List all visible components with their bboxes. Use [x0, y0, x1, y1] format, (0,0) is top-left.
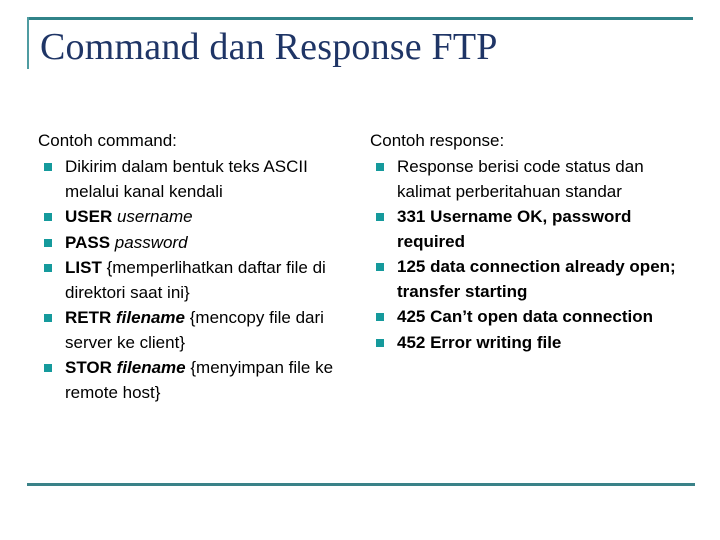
command-name: RETR [65, 308, 112, 327]
list-item: USER username [38, 205, 358, 230]
command-argument: filename [116, 358, 186, 377]
list-item: PASS password [38, 231, 358, 256]
responses-column: Contoh response: Response berisi code st… [370, 128, 695, 356]
list-item: LIST {memperlihatkan daftar file di dire… [38, 256, 358, 305]
command-argument: password [114, 232, 188, 252]
square-bullet-icon [44, 238, 52, 247]
square-bullet-icon [376, 213, 384, 221]
bullet-text: Response berisi code status dan kalimat … [397, 157, 644, 201]
list-item: 125 data connection already open; transf… [370, 255, 695, 304]
command-argument: username [116, 207, 193, 226]
responses-bullet-list: Response berisi code status dan kalimat … [370, 155, 695, 355]
bullet-text: 331 Username OK, password required [397, 207, 632, 251]
command-name: USER [65, 207, 113, 226]
list-item: STOR filename {menyimpan file ke remote … [38, 356, 358, 405]
command-name: STOR [65, 358, 112, 377]
responses-heading: Contoh response: [370, 131, 505, 150]
command-note: {memperlihatkan daftar file di direktori… [65, 258, 326, 302]
commands-column: Contoh command: Dikirim dalam bentuk tek… [38, 128, 358, 406]
bullet-text: 125 data connection already open; transf… [397, 257, 676, 301]
list-item: Dikirim dalam bentuk teks ASCII melalui … [38, 155, 358, 204]
command-name: PASS [65, 232, 111, 252]
square-bullet-icon [376, 163, 384, 171]
square-bullet-icon [44, 364, 52, 372]
command-note: {menyimpan file ke remote host} [65, 358, 334, 402]
bullet-text: Dikirim dalam bentuk teks ASCII melalui … [65, 157, 308, 201]
bullet-text: 425 Can’t open data connection [397, 307, 653, 326]
command-note: {mencopy file dari server ke client} [65, 308, 324, 352]
square-bullet-icon [376, 263, 384, 271]
square-bullet-icon [44, 163, 52, 171]
square-bullet-icon [376, 313, 384, 321]
commands-bullet-list: Dikirim dalam bentuk teks ASCII melalui … [38, 155, 358, 405]
footer-divider [27, 483, 695, 486]
bullet-text: 452 Error writing file [397, 332, 562, 352]
list-item: 452 Error writing file [370, 331, 695, 356]
command-argument: filename [116, 308, 185, 327]
commands-heading: Contoh command: [38, 131, 177, 150]
list-item: 331 Username OK, password required [370, 205, 695, 254]
list-item: 425 Can’t open data connection [370, 305, 695, 330]
title-divider-top [27, 17, 693, 20]
square-bullet-icon [44, 264, 52, 272]
square-bullet-icon [376, 338, 384, 347]
command-name: LIST [65, 258, 102, 277]
square-bullet-icon [44, 314, 52, 322]
list-item: RETR filename {mencopy file dari server … [38, 306, 358, 355]
square-bullet-icon [44, 213, 52, 221]
list-item: Response berisi code status dan kalimat … [370, 155, 695, 204]
page-title: Command dan Response FTP [40, 26, 498, 68]
title-divider-left [27, 17, 29, 69]
